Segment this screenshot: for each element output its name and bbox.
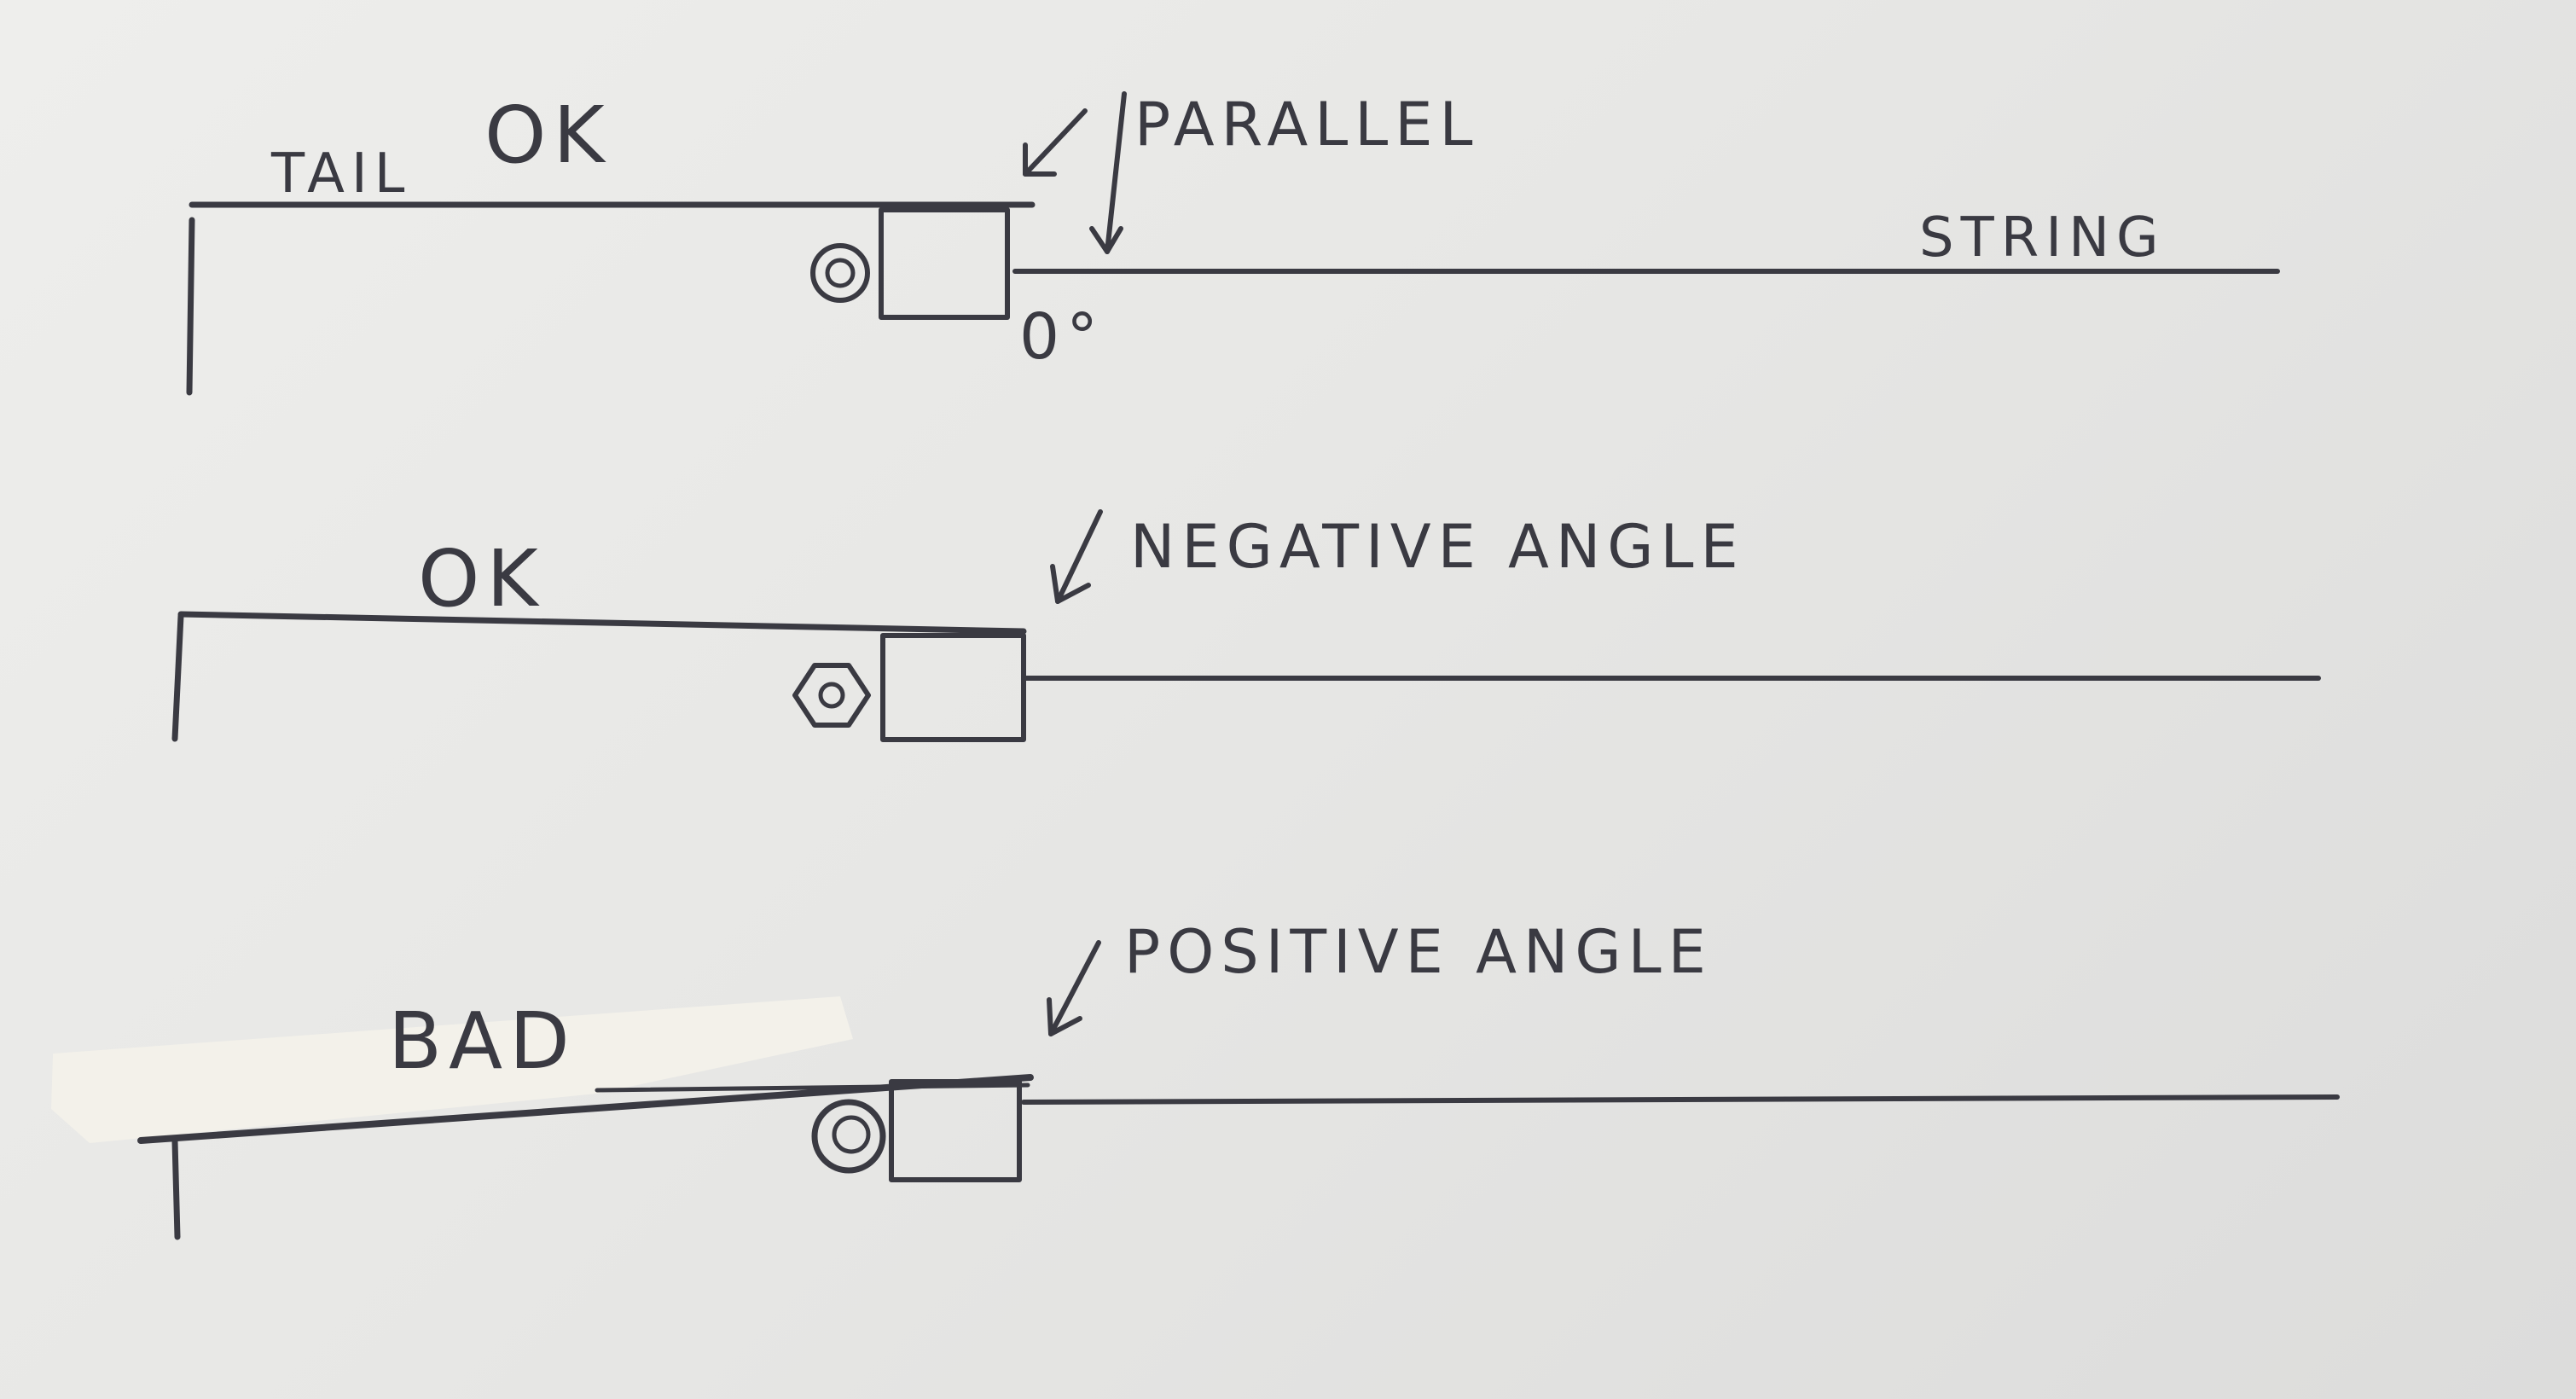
block-middle — [880, 633, 1026, 742]
tail-bar-middle — [177, 611, 1027, 635]
tail-post-top — [186, 217, 195, 396]
arrow-icon-parallel-left — [1023, 108, 1088, 177]
tail-label: TAIL — [270, 142, 411, 206]
panel-bottom: BAD POSITIVE ANGLE — [51, 917, 2340, 1240]
nut-icon-middle — [792, 663, 871, 728]
tape-strip — [51, 996, 853, 1143]
angle-label-zero: 0° — [1019, 300, 1105, 374]
status-label-top: OK — [484, 90, 612, 181]
arrow-icon-positive — [1047, 940, 1101, 1036]
callout-label-positive: POSITIVE ANGLE — [1124, 917, 1713, 987]
block-bottom — [889, 1079, 1022, 1182]
nut-icon-bottom — [811, 1099, 886, 1174]
callout-label-parallel: PARALLEL — [1134, 90, 1480, 160]
callout-label-negative: NEGATIVE ANGLE — [1130, 512, 1745, 582]
status-label-middle: OK — [418, 533, 545, 624]
block-top — [879, 207, 1010, 320]
arrow-icon-negative — [1050, 509, 1103, 604]
string-line-bottom — [1021, 1094, 2340, 1105]
panel-middle: OK NEGATIVE ANGLE — [171, 509, 2321, 742]
tail-post-bottom — [171, 1138, 181, 1240]
panel-top: TAIL OK STRING PARALLEL 0° — [186, 90, 2280, 396]
arrow-icon-parallel-down — [1089, 91, 1127, 254]
tail-bar-bottom-underside — [595, 1083, 1030, 1093]
nut-icon-top — [810, 243, 870, 303]
status-label-bottom: BAD — [388, 996, 577, 1087]
string-label: STRING — [1919, 206, 2166, 270]
tail-post-middle — [171, 612, 184, 742]
